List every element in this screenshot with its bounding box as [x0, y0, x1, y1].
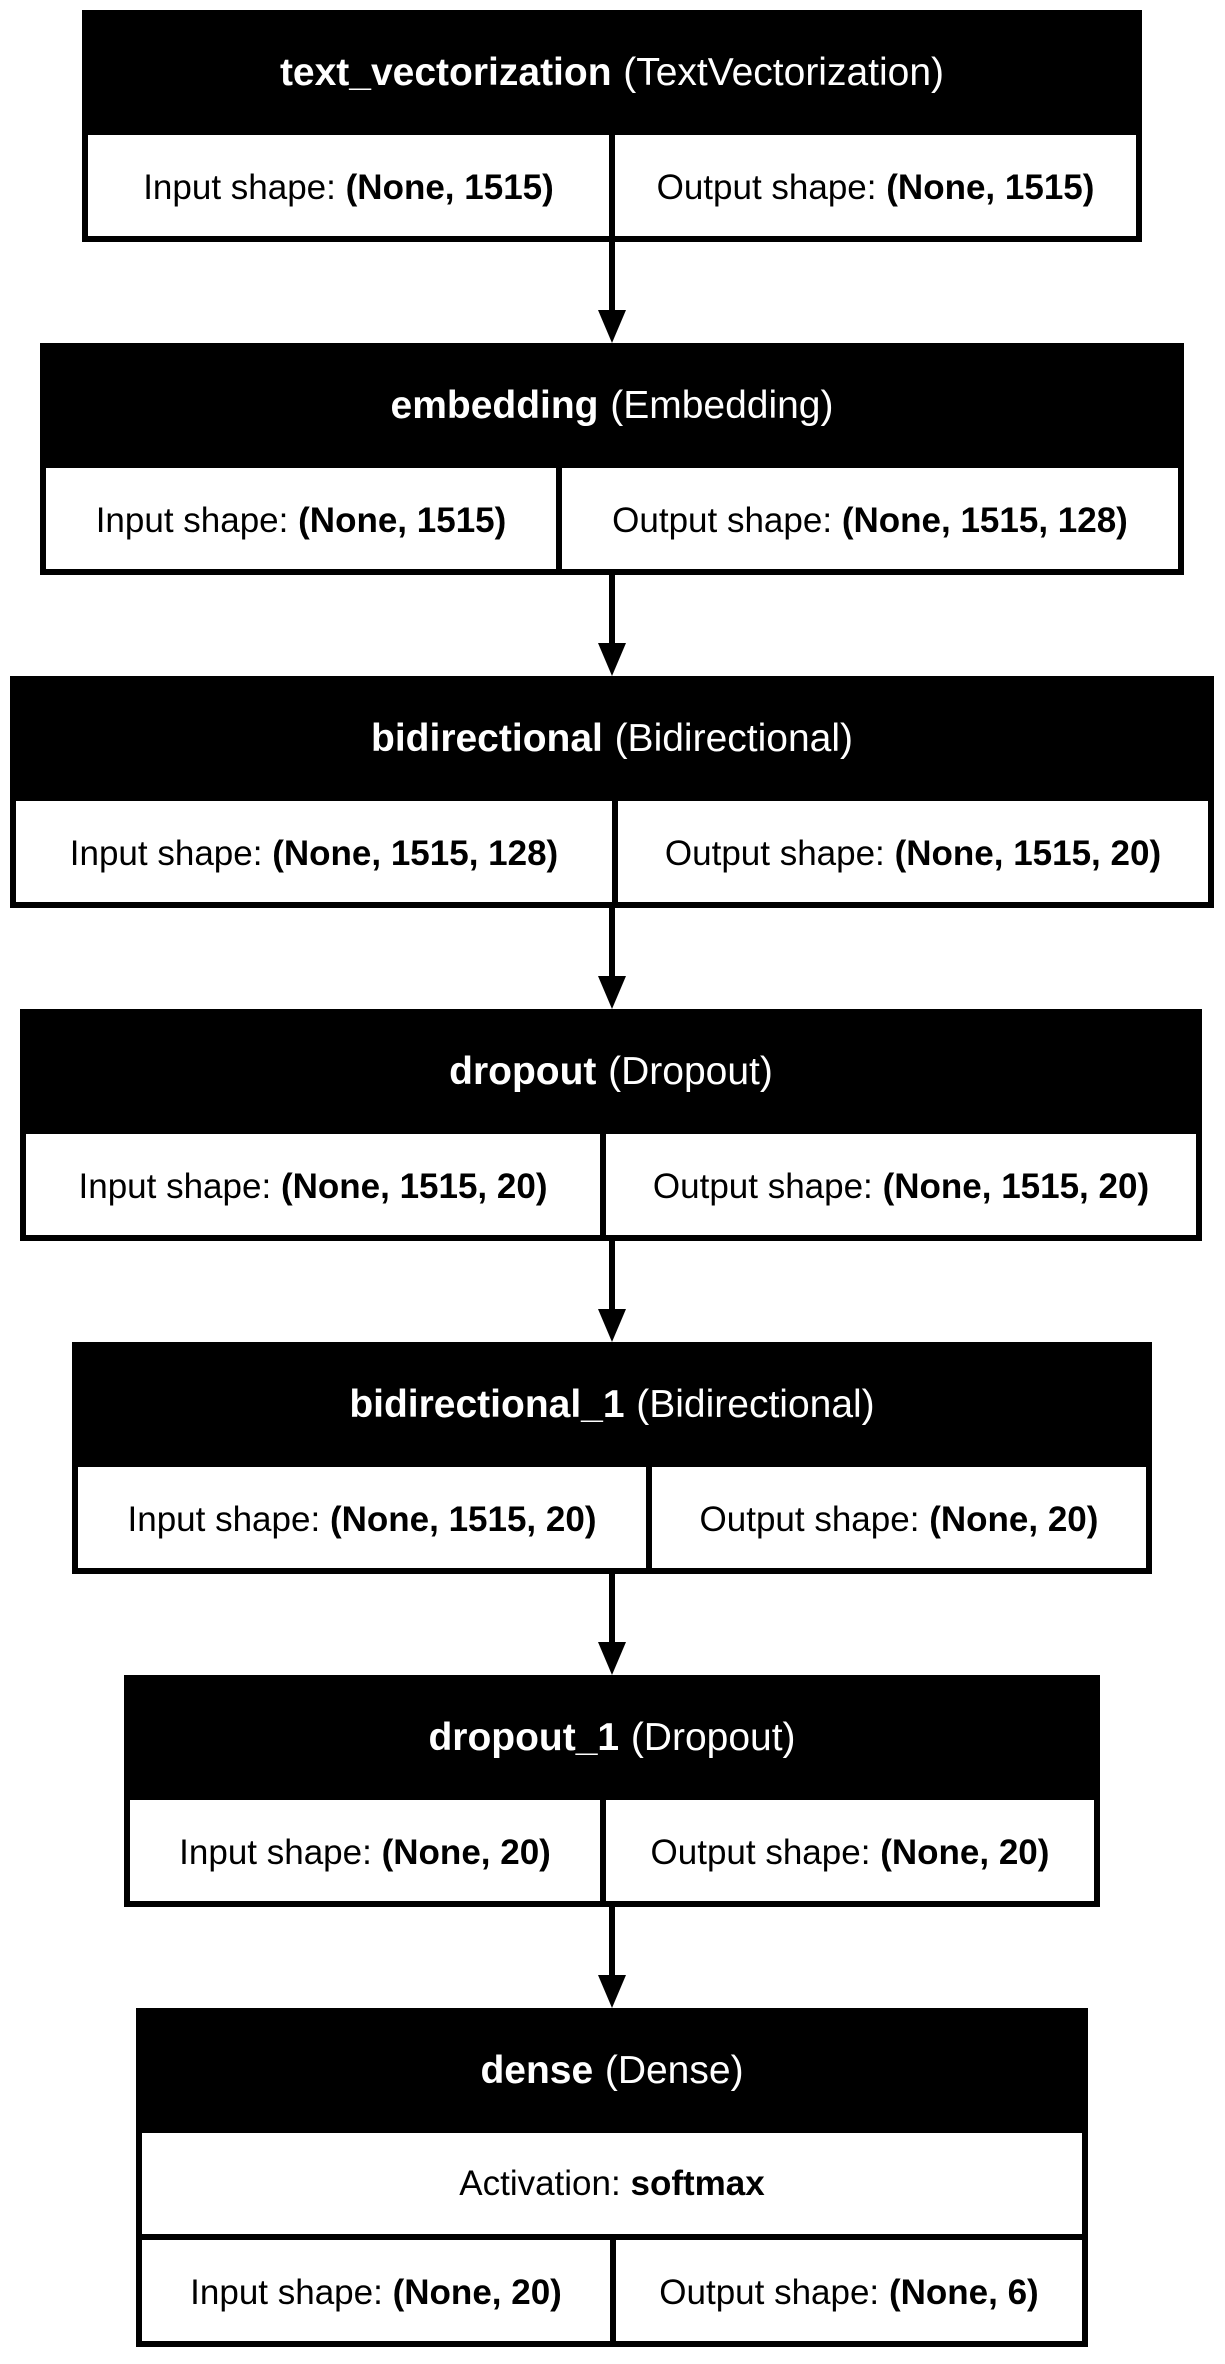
shape-row: Input shape:(None, 1515) Output shape:(N… [88, 129, 1136, 241]
output-shape-cell: Output shape:(None, 6) [610, 2240, 1082, 2346]
shape-row: Input shape:(None, 1515) Output shape:(N… [46, 462, 1178, 574]
arrow-1 [598, 240, 626, 343]
layer-name: embedding [390, 383, 599, 427]
layer-header: dense(Dense) [142, 2014, 1082, 2127]
shape-row: Input shape:(None, 1515, 20) Output shap… [78, 1461, 1146, 1573]
input-shape-cell: Input shape:(None, 20) [142, 2240, 610, 2346]
layer-node-bidirectional-1: bidirectional_1(Bidirectional) Input sha… [72, 1342, 1152, 1574]
input-shape-cell: Input shape:(None, 1515, 20) [78, 1467, 646, 1573]
input-shape-cell: Input shape:(None, 1515) [46, 468, 556, 574]
input-shape-value: (None, 1515, 20) [329, 1500, 597, 1539]
arrow-4 [598, 1239, 626, 1342]
output-shape-value: (None, 1515, 20) [882, 1167, 1150, 1206]
layer-node-dense: dense(Dense) Activation:softmax Input sh… [136, 2008, 1088, 2347]
output-shape-value: (None, 20) [880, 1833, 1050, 1872]
layer-name: bidirectional [371, 716, 603, 760]
output-shape-label: Output shape: [650, 1833, 871, 1872]
input-shape-value: (None, 1515) [345, 168, 554, 207]
input-shape-value: (None, 1515, 128) [272, 834, 559, 873]
shape-row: Input shape:(None, 1515, 20) Output shap… [26, 1128, 1196, 1240]
activation-row: Activation:softmax [142, 2127, 1082, 2234]
layer-header: embedding(Embedding) [46, 349, 1178, 462]
layer-type: (TextVectorization) [623, 50, 945, 94]
shape-row: Input shape:(None, 20) Output shape:(Non… [142, 2234, 1082, 2346]
layer-header: dropout_1(Dropout) [130, 1681, 1094, 1794]
layer-header: dropout(Dropout) [26, 1015, 1196, 1128]
input-shape-label: Input shape: [95, 501, 289, 540]
input-shape-value: (None, 1515, 20) [280, 1167, 548, 1206]
activation-cell: Activation:softmax [142, 2133, 1082, 2234]
shape-row: Input shape:(None, 20) Output shape:(Non… [130, 1794, 1094, 1906]
arrow-2 [598, 573, 626, 676]
input-shape-label: Input shape: [78, 1167, 272, 1206]
layer-node-embedding: embedding(Embedding) Input shape:(None, … [40, 343, 1184, 575]
output-shape-cell: Output shape:(None, 20) [646, 1467, 1146, 1573]
layer-name: bidirectional_1 [349, 1382, 625, 1426]
input-shape-label: Input shape: [69, 834, 263, 873]
output-shape-cell: Output shape:(None, 1515) [609, 135, 1136, 241]
shape-row: Input shape:(None, 1515, 128) Output sha… [16, 795, 1208, 907]
activation-label: Activation: [459, 2163, 621, 2203]
layer-type: (Embedding) [610, 383, 834, 427]
output-shape-cell: Output shape:(None, 20) [600, 1800, 1094, 1906]
output-shape-cell: Output shape:(None, 1515, 20) [612, 801, 1208, 907]
layer-node-text-vectorization: text_vectorization(TextVectorization) In… [82, 10, 1142, 242]
input-shape-label: Input shape: [190, 2273, 383, 2312]
layer-node-dropout: dropout(Dropout) Input shape:(None, 1515… [20, 1009, 1202, 1241]
input-shape-value: (None, 1515) [298, 501, 507, 540]
layer-header: bidirectional_1(Bidirectional) [78, 1348, 1146, 1461]
arrow-5 [598, 1572, 626, 1675]
layer-name: dropout_1 [428, 1715, 620, 1759]
layer-type: (Bidirectional) [614, 716, 853, 760]
output-shape-value: (None, 20) [929, 1500, 1099, 1539]
input-shape-cell: Input shape:(None, 1515, 128) [16, 801, 612, 907]
input-shape-label: Input shape: [143, 168, 336, 207]
output-shape-cell: Output shape:(None, 1515, 20) [600, 1134, 1196, 1240]
output-shape-label: Output shape: [664, 834, 885, 873]
layer-type: (Bidirectional) [636, 1382, 875, 1426]
layer-header: bidirectional(Bidirectional) [16, 682, 1208, 795]
input-shape-value: (None, 20) [392, 2273, 562, 2312]
input-shape-cell: Input shape:(None, 1515, 20) [26, 1134, 600, 1240]
input-shape-label: Input shape: [179, 1833, 372, 1872]
layer-header: text_vectorization(TextVectorization) [88, 16, 1136, 129]
output-shape-value: (None, 1515, 128) [841, 501, 1128, 540]
output-shape-label: Output shape: [656, 168, 877, 207]
layer-name: dropout [449, 1049, 597, 1093]
input-shape-label: Input shape: [127, 1500, 321, 1539]
output-shape-label: Output shape: [659, 2273, 880, 2312]
output-shape-value: (None, 6) [888, 2273, 1039, 2312]
output-shape-value: (None, 1515) [886, 168, 1095, 207]
input-shape-cell: Input shape:(None, 1515) [88, 135, 609, 241]
output-shape-cell: Output shape:(None, 1515, 128) [556, 468, 1178, 574]
layer-type: (Dropout) [608, 1049, 773, 1093]
layer-name: dense [480, 2048, 594, 2092]
layer-type: (Dropout) [630, 1715, 796, 1759]
layer-node-bidirectional: bidirectional(Bidirectional) Input shape… [10, 676, 1214, 908]
arrow-6 [598, 1905, 626, 2008]
output-shape-label: Output shape: [612, 501, 833, 540]
input-shape-cell: Input shape:(None, 20) [130, 1800, 600, 1906]
arrow-3 [598, 906, 626, 1009]
activation-value: softmax [630, 2163, 765, 2203]
layer-name: text_vectorization [279, 50, 612, 94]
input-shape-value: (None, 20) [381, 1833, 551, 1872]
output-shape-value: (None, 1515, 20) [894, 834, 1162, 873]
output-shape-label: Output shape: [699, 1500, 920, 1539]
layer-node-dropout-1: dropout_1(Dropout) Input shape:(None, 20… [124, 1675, 1100, 1907]
output-shape-label: Output shape: [652, 1167, 873, 1206]
layer-type: (Dense) [604, 2048, 744, 2092]
